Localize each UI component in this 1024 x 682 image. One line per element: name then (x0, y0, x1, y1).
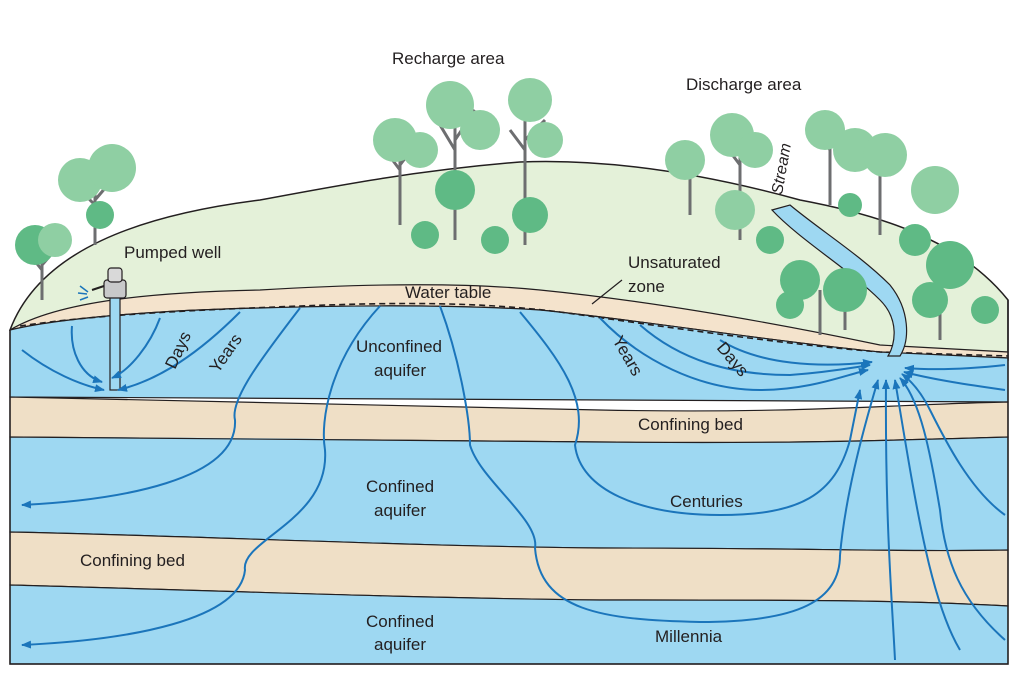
label-confined-aquifer-upper-line1: Confined (366, 477, 434, 496)
cross-section-frame (9, 300, 1009, 665)
label-unconfined-aquifer-line2: aquifer (374, 361, 426, 380)
flow-arrow-deep-left-1 (21, 307, 301, 509)
flow-arrow-days-right-2 (719, 339, 873, 368)
flow-arrow-days-right (639, 324, 871, 377)
label-confined-aquifer-upper-line2: aquifer (374, 501, 426, 520)
label-unconfined-aquifer-line1: Unconfined (356, 337, 442, 356)
flow-arrow-years-left-2 (117, 311, 241, 392)
label-recharge-area: Recharge area (392, 49, 505, 68)
flow-paths (21, 305, 1006, 661)
label-unsaturated-zone-line1: Unsaturated (628, 253, 721, 272)
flow-arrow-right-3 (899, 377, 1006, 641)
tree-group-recharge (373, 78, 563, 254)
label-confined-aquifer-lower-line2: aquifer (374, 635, 426, 654)
flow-arrow-years-left (21, 349, 105, 393)
confined-aquifer-lower-layer (9, 584, 1009, 665)
label-water-table: Water table (405, 283, 491, 302)
flow-arrow-days-left-2 (111, 317, 161, 379)
tree-group-left (15, 144, 136, 300)
flow-arrow-right-2 (892, 379, 961, 651)
flow-arrow-right-6 (903, 370, 1006, 391)
label-confined-aquifer-lower-line1: Confined (366, 612, 434, 631)
label-discharge-area: Discharge area (686, 75, 802, 94)
flow-arrow-deep-mid (439, 305, 841, 624)
flow-arrow-right-4 (901, 373, 1006, 516)
label-millennia: Millennia (655, 627, 723, 646)
unsaturated-zone-leader (591, 279, 623, 305)
label-unsaturated-zone-line2: zone (628, 277, 665, 296)
pumped-well (77, 267, 127, 391)
label-confining-bed-upper: Confining bed (638, 415, 743, 434)
unconfined-aquifer (9, 305, 1009, 403)
tree-group-discharge (665, 110, 999, 340)
flow-arrow-millennia-up (839, 379, 880, 556)
flow-arrow-days-left (70, 325, 103, 384)
stream-channel (770, 204, 908, 357)
flow-arrow-right-1 (881, 379, 896, 661)
label-confining-bed-lower: Confining bed (80, 551, 185, 570)
flow-arrow-deep-left-2 (21, 305, 381, 649)
confining-bed-upper-layer (9, 396, 1009, 444)
flow-arrow-years-right (599, 317, 869, 392)
flow-arrow-centuries (519, 311, 863, 517)
label-pumped-well: Pumped well (124, 243, 221, 262)
flow-arrow-right-5 (904, 364, 1006, 373)
water-table-line (19, 302, 1009, 357)
label-centuries: Centuries (670, 492, 743, 511)
label-stream: Stream (769, 142, 795, 196)
